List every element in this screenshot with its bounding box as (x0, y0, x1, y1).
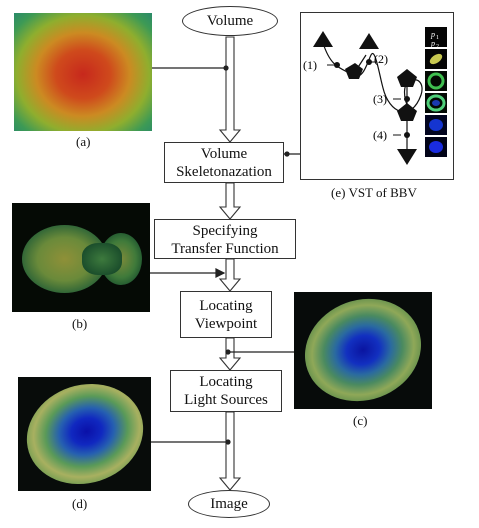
vst-leaf-2 (359, 33, 379, 49)
node-volume-skeletonization: Volume Skeletonazation (164, 142, 284, 183)
node-image: Image (188, 490, 270, 518)
arrow-volume-skeleton (218, 36, 242, 143)
caption-b: (b) (72, 316, 88, 331)
node-light-line-1: Locating (199, 374, 253, 390)
panel-a-heatmap (14, 13, 152, 131)
vst-node-pentagon-1 (345, 63, 363, 79)
node-viewpoint-line-1: Locating (199, 298, 253, 314)
vst-p2-label: p (430, 39, 435, 48)
node-locating-viewpoint: Locating Viewpoint (180, 291, 272, 338)
vst-root (397, 149, 417, 165)
node-transfer-line-1: Specifying (192, 223, 258, 239)
node-transfer-function: Specifying Transfer Function (154, 219, 296, 259)
vst-label-1: (1) (303, 58, 317, 72)
vst-node-pentagon-3 (397, 103, 417, 121)
arrow-viewpoint-light (218, 337, 242, 371)
node-locating-light-sources: Locating Light Sources (170, 370, 282, 412)
node-viewpoint-line-2: Viewpoint (194, 316, 258, 332)
vst-label-2: (2) (374, 52, 388, 66)
node-image-label: Image (210, 496, 248, 512)
vst-tree: (1) (2) (3) (4) p 1 p 2 (303, 27, 447, 165)
flow-arrows (218, 36, 242, 491)
side-connectors (150, 65, 300, 445)
panel-d-render (18, 377, 151, 491)
arrow-transfer-viewpoint (218, 258, 242, 292)
vst-node-pentagon-2 (397, 69, 417, 87)
arrow-light-image (218, 411, 242, 491)
vst-label-3: (3) (373, 92, 387, 106)
panel-c-render (294, 292, 432, 409)
panel-b-render (12, 203, 150, 312)
node-skeleton-line-2: Skeletonazation (176, 164, 272, 180)
vst-thumbnails: p 1 p 2 (425, 27, 447, 157)
vst-p2-subscript: 2 (436, 44, 439, 50)
node-volume-label: Volume (206, 13, 254, 29)
node-volume: Volume (182, 6, 278, 36)
node-transfer-line-2: Transfer Function (171, 241, 279, 257)
panel-e-vst: (1) (2) (3) (4) p 1 p 2 (300, 12, 454, 180)
arrow-skeleton-transfer (218, 182, 242, 220)
caption-e: (e) VST of BBV (331, 185, 417, 200)
caption-a: (a) (76, 134, 91, 149)
vst-p1-label: p (430, 30, 435, 39)
caption-c: (c) (353, 413, 368, 428)
vst-leaf-1 (313, 31, 333, 47)
vst-p1-subscript: 1 (436, 35, 439, 41)
vst-label-4: (4) (373, 128, 387, 142)
node-light-line-2: Light Sources (184, 392, 268, 408)
node-skeleton-line-1: Volume (200, 146, 248, 162)
caption-d: (d) (72, 496, 88, 511)
